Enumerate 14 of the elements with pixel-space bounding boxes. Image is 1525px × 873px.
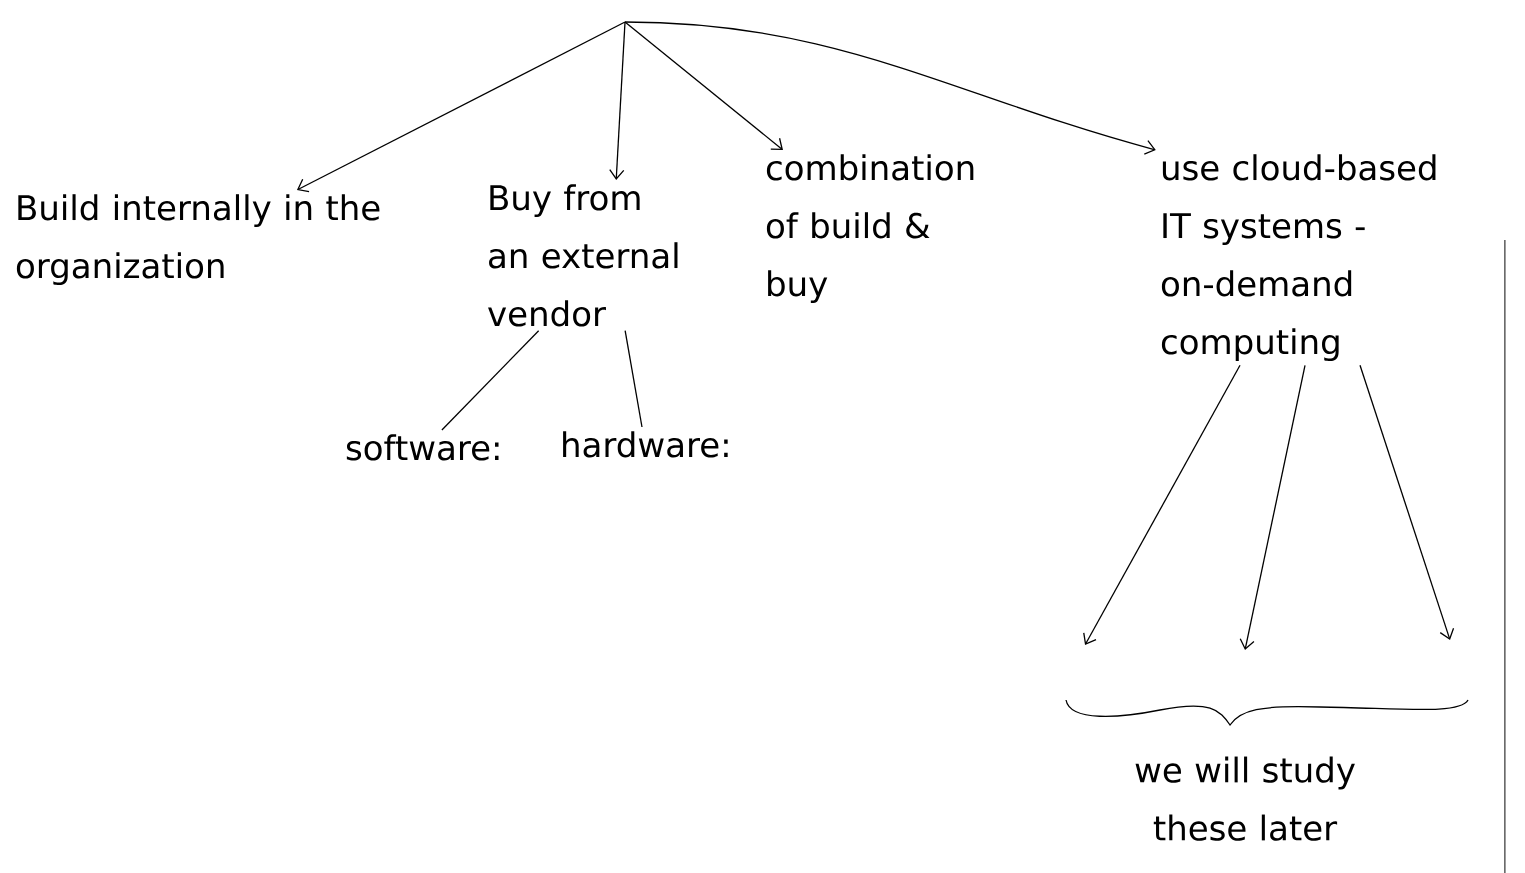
arrow bbox=[1083, 364, 1241, 645]
handwritten-text: Buy from an external vendor bbox=[488, 184, 678, 327]
handwritten-text: hardware: bbox=[563, 431, 728, 458]
handwritten-text: Build internally in the organization bbox=[16, 194, 380, 286]
arrow bbox=[624, 21, 783, 150]
arrow bbox=[1239, 364, 1306, 650]
arrow bbox=[609, 21, 626, 180]
handwritten-text: use cloud-based IT systems - on-demand computing bbox=[1161, 154, 1436, 362]
arrow bbox=[624, 21, 1156, 155]
arrow bbox=[1359, 364, 1455, 640]
handwritten-text: software: bbox=[346, 434, 499, 461]
arrow bbox=[296, 21, 626, 193]
note-text: we will study these later bbox=[1135, 756, 1355, 841]
handwritten-text: combination of build & buy bbox=[766, 154, 974, 304]
